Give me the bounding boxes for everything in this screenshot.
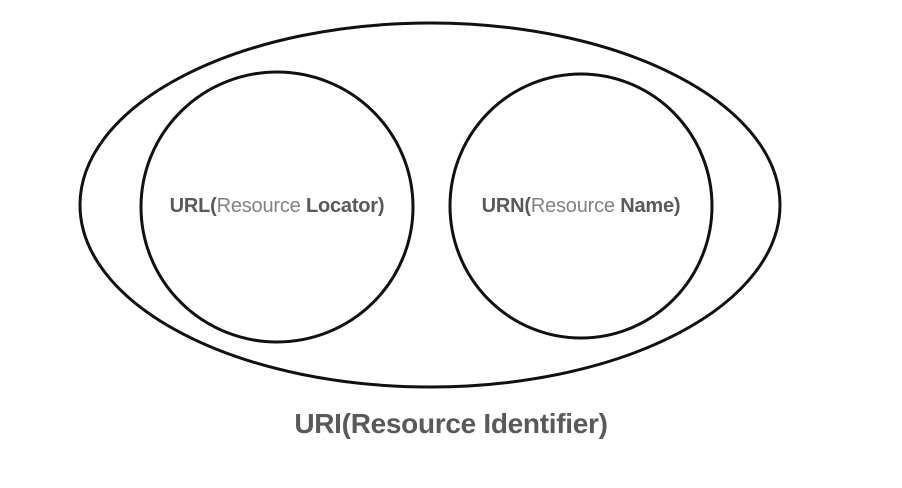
inner-circle-url bbox=[139, 70, 415, 344]
urn-set-label: URN(Resource Name) bbox=[450, 196, 712, 216]
url-tail-word: Locator) bbox=[305, 195, 385, 217]
urn-tail-word: Name) bbox=[620, 195, 681, 217]
url-middle-word: Resource bbox=[216, 195, 306, 217]
urn-acronym: URN( bbox=[481, 195, 531, 217]
outer-ellipse-uri bbox=[78, 21, 782, 389]
urn-middle-word: Resource bbox=[530, 195, 621, 217]
uri-set-label: URI(Resource Identifier) bbox=[294, 408, 608, 439]
inner-circle-urn bbox=[448, 72, 714, 340]
url-set-label: URL(Resource Locator) bbox=[141, 196, 413, 216]
url-acronym: URL( bbox=[169, 195, 217, 217]
